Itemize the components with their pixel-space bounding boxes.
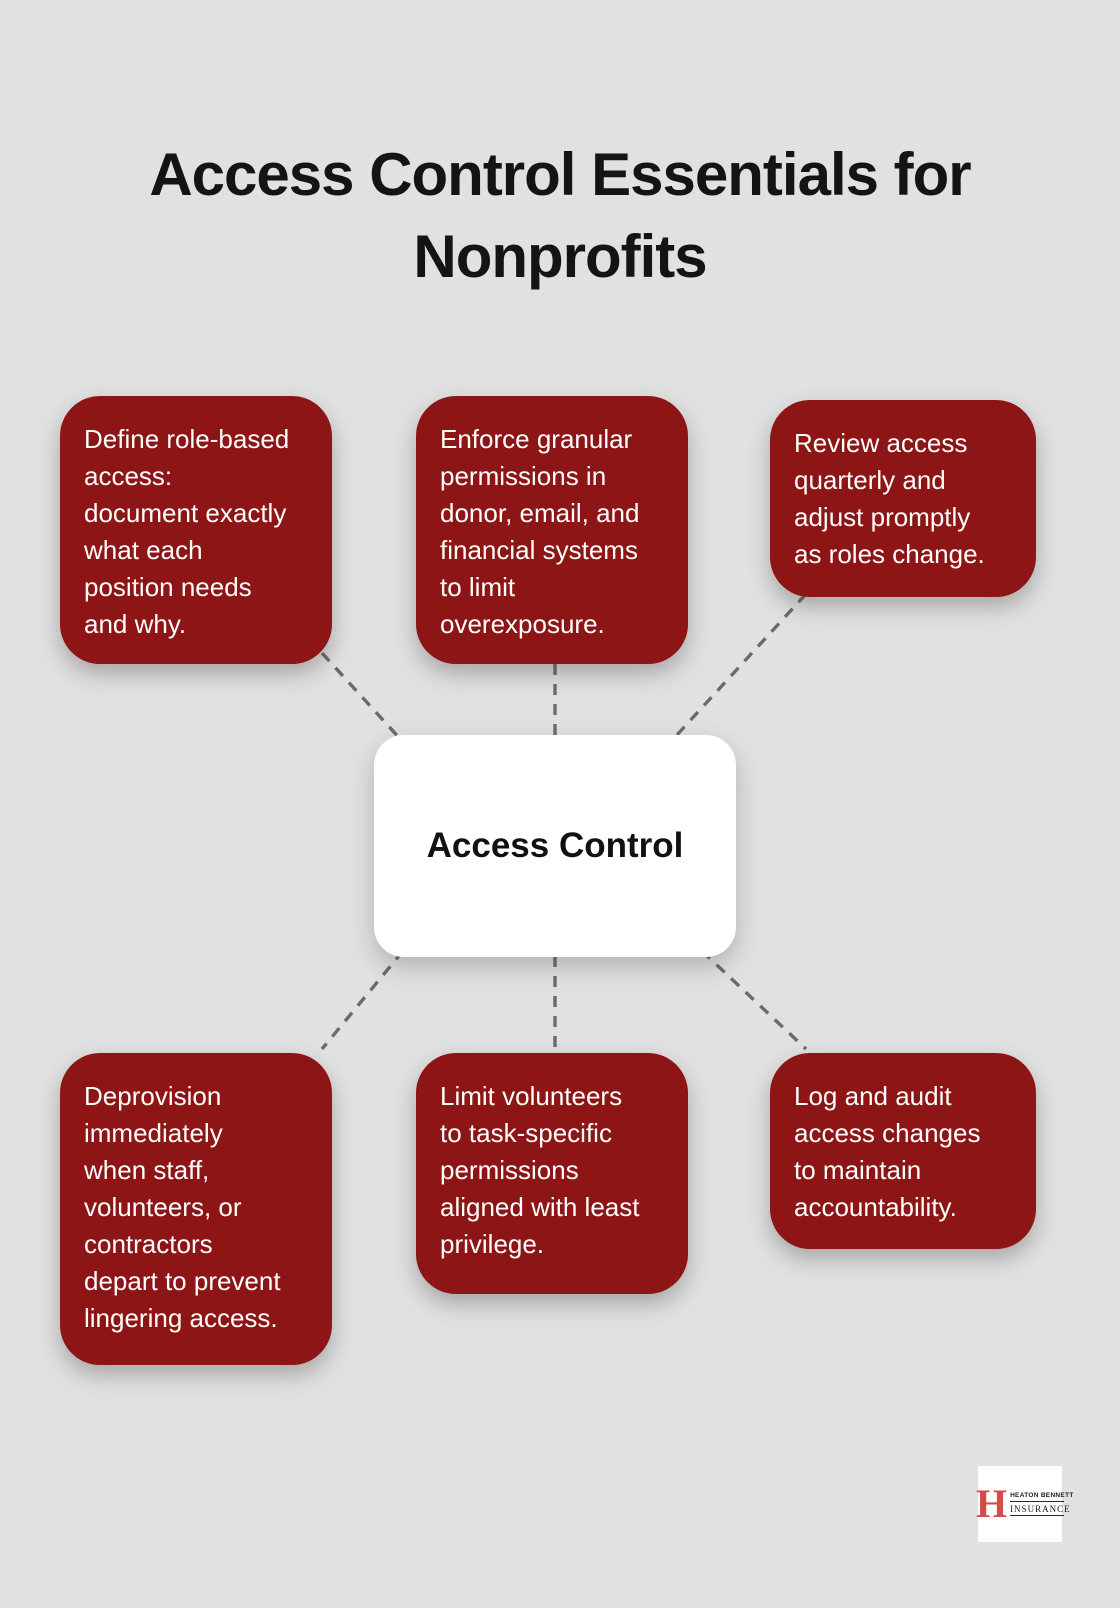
heaton-bennett-logo: H HEATON BENNETT INSURANCE (975, 1466, 1074, 1542)
logo-text-block: HEATON BENNETT INSURANCE (1010, 1492, 1074, 1516)
center-node-access-control: Access Control (374, 735, 736, 957)
logo-type-line: INSURANCE (1010, 1501, 1070, 1516)
node-deprovision-immediately: Deprovision immediately when staff, volu… (60, 1053, 332, 1365)
node-log-and-audit: Log and audit access changes to maintain… (770, 1053, 1036, 1249)
node-review-access-quarterly: Review access quarterly and adjust promp… (770, 400, 1036, 597)
logo-h-monogram: H (975, 1481, 1008, 1526)
connector-bottom-right (700, 949, 808, 1051)
connector-top-right (674, 592, 808, 738)
node-limit-volunteers: Limit volunteers to task-specific permis… (416, 1053, 688, 1294)
node-define-role-based-access: Define role-based access: document exact… (60, 396, 332, 664)
node-enforce-granular-permissions: Enforce granular permissions in donor, e… (416, 396, 688, 664)
center-node-label: Access Control (426, 826, 684, 865)
connector-top-left (320, 651, 405, 744)
logo-name-line: HEATON BENNETT (1010, 1492, 1074, 1499)
connector-bottom-left (320, 949, 405, 1051)
page-title: Access Control Essentials for Nonprofits (149, 141, 971, 291)
